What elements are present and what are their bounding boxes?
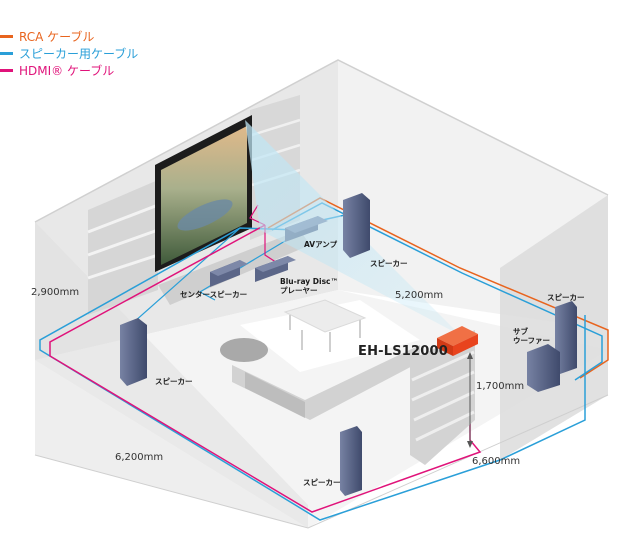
bluray-label: Blu-ray Disc™ プレーヤー — [280, 277, 338, 295]
subwoofer-label: サブ ウーファー — [513, 327, 550, 345]
speaker-cable — [124, 227, 241, 331]
bluray-label-line1: Blu-ray Disc™ — [280, 277, 338, 286]
height-label: 2,900mm — [31, 287, 80, 298]
arrow-head — [467, 352, 473, 359]
legend-item-speaker-cable: スピーカー用ケーブル — [0, 45, 138, 62]
speaker-front-left-label: スピーカー — [155, 377, 193, 386]
room-edge — [34, 59, 609, 223]
throw-distance-label: 5,200mm — [395, 290, 444, 301]
screen-image-lake — [177, 199, 233, 231]
shelf-line — [251, 118, 301, 137]
speaker-rear-right — [555, 301, 577, 374]
speaker-front-left — [120, 318, 147, 386]
legend-label: HDMI® ケーブル — [19, 64, 115, 78]
shelf-line — [87, 228, 159, 257]
projector-front — [437, 338, 453, 356]
subwoofer-label-line2: ウーファー — [513, 336, 551, 345]
legend-label: スピーカー用ケーブル — [19, 47, 139, 61]
center-speaker-top — [210, 260, 248, 276]
shelf-unit — [88, 180, 158, 315]
speaker-front-right — [343, 193, 370, 258]
speaker-rear-left-label: スピーカー — [303, 478, 341, 487]
bluray-label-line2: プレーヤー — [280, 286, 318, 295]
speaker-cable — [39, 227, 586, 521]
arrow-head — [467, 441, 473, 448]
legend-swatch — [0, 52, 13, 55]
projector-side — [453, 334, 478, 356]
speaker-rear-left — [340, 426, 362, 496]
shelf-line — [411, 350, 475, 382]
table-top — [283, 299, 367, 333]
legend-swatch — [0, 35, 13, 38]
width-label: 6,200mm — [115, 452, 164, 463]
shelf-line — [87, 203, 159, 234]
legend-swatch — [0, 69, 13, 72]
shelf-line — [415, 410, 475, 442]
subwoofer — [527, 344, 560, 392]
center-speaker-label: センタースピーカー — [180, 290, 248, 299]
speaker-rear-right-label: スピーカー — [547, 293, 585, 302]
sofa-back — [245, 372, 305, 418]
shelf-line — [411, 370, 475, 402]
bluray-player-top — [255, 256, 296, 272]
model-label: EH-LS12000 — [358, 344, 449, 359]
legend-item-rca: RCA ケーブル — [0, 28, 138, 45]
av-amp-label: AVアンプ — [304, 240, 338, 249]
legend-label: RCA ケーブル — [19, 30, 95, 44]
legend: RCA ケーブル スピーカー用ケーブル HDMI® ケーブル — [0, 28, 138, 79]
front-wall-right — [500, 195, 608, 460]
shelf-line — [413, 390, 475, 422]
subwoofer-label-line1: サブ — [513, 327, 528, 336]
projector-shelf-side — [410, 330, 475, 465]
projector-height-label: 1,700mm — [476, 381, 525, 392]
floor-edge — [34, 394, 609, 529]
shelf-line — [87, 253, 159, 280]
depth-label: 6,600mm — [472, 456, 521, 467]
speaker-cable — [198, 231, 301, 301]
projector-top — [437, 326, 478, 346]
speaker-front-right-label: スピーカー — [370, 259, 408, 268]
legend-item-hdmi: HDMI® ケーブル — [0, 62, 138, 79]
ottoman — [220, 338, 268, 362]
